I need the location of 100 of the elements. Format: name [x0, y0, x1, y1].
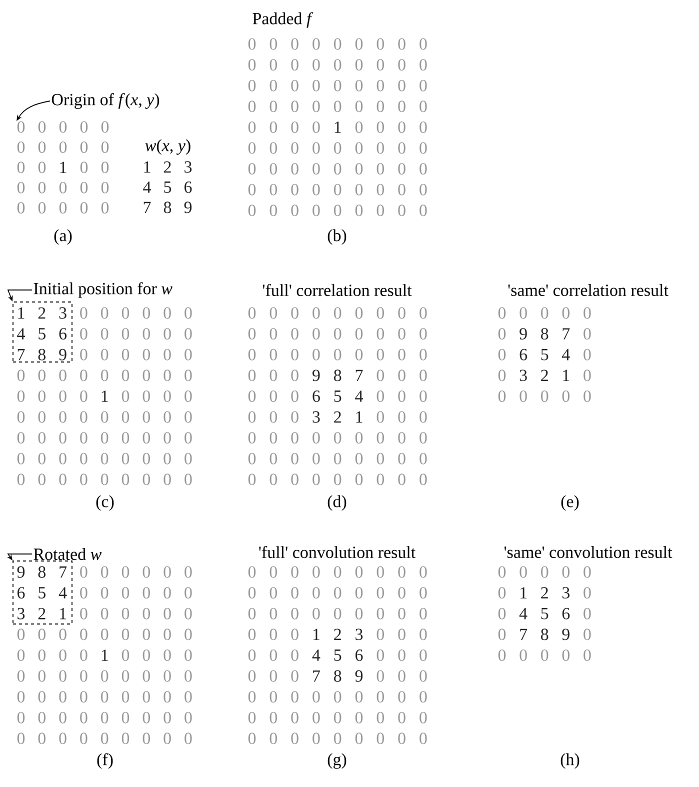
matrix-entry: 0 [291, 307, 298, 319]
matrix-entry: 3 [184, 161, 192, 173]
matrix-entry: 0 [312, 474, 320, 486]
matrix-entry: 1 [18, 307, 24, 319]
matrix-entry: 0 [248, 59, 256, 71]
matrix-entry: 0 [270, 411, 277, 423]
matrix-entry: 0 [398, 712, 406, 724]
matrix-entry: 1 [60, 608, 66, 620]
matrix-entry: 0 [248, 608, 256, 620]
matrix-entry: 0 [17, 432, 25, 444]
matrix-entry: 0 [312, 691, 320, 703]
matrix-entry: 0 [584, 566, 591, 578]
matrix-entry: 0 [355, 732, 363, 744]
matrix-entry: 0 [142, 411, 150, 423]
matrix-entry: 0 [164, 691, 171, 703]
matrix-entry: 0 [17, 141, 25, 153]
matrix-entry: 0 [376, 628, 384, 640]
matrix-entry: 0 [80, 141, 88, 153]
panel-label: (c) [96, 495, 114, 511]
matrix-entry: 0 [541, 390, 548, 402]
matrix-entry: 0 [398, 38, 406, 50]
matrix-entry: 0 [17, 121, 25, 133]
matrix-entry: 0 [398, 370, 406, 382]
matrix-entry: 0 [270, 566, 277, 578]
matrix-entry: 0 [248, 390, 256, 402]
matrix-entry: 3 [356, 628, 363, 640]
matrix-entry: 0 [291, 348, 298, 360]
matrix-entry: 0 [164, 712, 171, 724]
matrix-entry: 0 [398, 142, 406, 154]
matrix-entry: 0 [355, 163, 363, 175]
matrix-entry: 0 [291, 587, 298, 599]
matrix-entry: 0 [334, 474, 342, 486]
matrix-entry: 0 [122, 691, 130, 703]
matrix-entry: 0 [376, 732, 384, 744]
matrix-entry: 0 [17, 691, 25, 703]
matrix-entry: 7 [356, 370, 363, 381]
matrix-entry: 0 [584, 587, 591, 599]
matrix-entry: 0 [270, 348, 277, 360]
matrix-entry: 0 [164, 432, 171, 444]
matrix-entry: 0 [520, 566, 527, 578]
matrix-entry: 6 [356, 650, 363, 661]
matrix-entry: 0 [164, 608, 171, 620]
matrix-entry: 0 [101, 411, 108, 423]
matrix-entry: 0 [520, 390, 527, 402]
matrix-entry: 0 [59, 649, 66, 661]
matrix-entry: 0 [184, 712, 192, 724]
matrix-entry: 0 [584, 649, 591, 661]
matrix-entry: 0 [248, 587, 256, 599]
matrix-entry: 0 [164, 307, 171, 319]
matrix-entry: 0 [420, 390, 427, 402]
matrix-entry: 8 [334, 670, 342, 682]
matrix-entry: 0 [398, 691, 406, 703]
matrix-entry: 0 [420, 59, 427, 71]
matrix-entry: 6 [18, 587, 25, 599]
matrix-entry: 0 [420, 204, 427, 216]
matrix-entry: 0 [59, 670, 66, 682]
matrix-entry: 0 [334, 732, 342, 744]
matrix-entry: 0 [248, 452, 256, 464]
matrix-entry: 0 [376, 38, 384, 50]
heading-text: 'full' correlation result [262, 284, 412, 296]
matrix-entry: 7 [60, 566, 67, 578]
matrix-entry: 2 [38, 608, 46, 620]
matrix-entry: 0 [398, 474, 406, 486]
matrix-entry: 0 [291, 142, 298, 154]
matrix-entry: 0 [312, 348, 320, 360]
matrix-entry: 0 [17, 390, 25, 402]
matrix-entry: 0 [142, 474, 150, 486]
matrix-entry: 9 [184, 202, 192, 214]
heading-text: w(x, y) [145, 139, 190, 155]
heading-text: Padded f [252, 12, 314, 28]
matrix-entry: 0 [38, 474, 46, 486]
matrix-entry: 0 [248, 566, 256, 578]
matrix-entry: 5 [541, 348, 548, 360]
matrix-entry: 0 [355, 121, 363, 133]
matrix-entry: 0 [355, 432, 363, 444]
matrix-entry: 2 [164, 161, 171, 173]
matrix-entry: 0 [184, 691, 192, 703]
matrix-entry: 0 [164, 348, 171, 360]
matrix-entry: 0 [398, 432, 406, 444]
matrix-entry: 0 [584, 307, 591, 319]
matrix-entry: 0 [376, 670, 384, 682]
matrix-entry: 0 [38, 452, 46, 464]
matrix-entry: 0 [334, 452, 342, 464]
matrix-entry: 0 [312, 452, 320, 464]
panel-label: (a) [54, 229, 72, 245]
matrix-entry: 0 [38, 141, 46, 153]
matrix-entry: 0 [562, 649, 570, 661]
matrix-entry: 0 [59, 141, 67, 153]
matrix-entry: 0 [59, 182, 67, 194]
matrix-entry: 0 [291, 566, 298, 578]
matrix-entry: 0 [376, 59, 384, 71]
matrix-entry: 0 [248, 411, 256, 423]
matrix-entry: 0 [376, 184, 384, 196]
matrix-entry: 0 [541, 307, 548, 319]
matrix-entry: 1 [563, 370, 570, 382]
matrix-entry: 0 [355, 474, 363, 486]
matrix-entry: 0 [38, 649, 46, 661]
matrix-entry: 0 [355, 59, 363, 71]
matrix-entry: 3 [18, 608, 25, 620]
matrix-entry: 0 [376, 142, 384, 154]
